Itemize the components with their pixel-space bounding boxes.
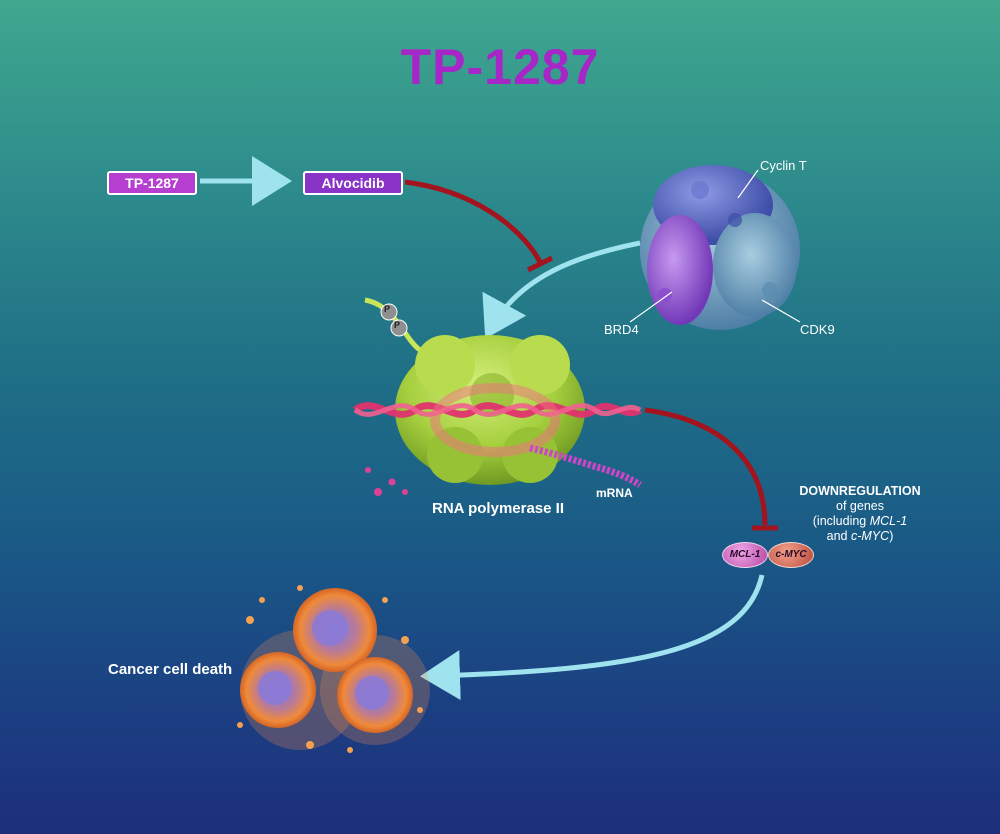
cyclin-t-label: Cyclin T [760, 158, 807, 173]
phosphate-label-1: P [384, 304, 391, 314]
mrna-label: mRNA [596, 486, 633, 500]
ptefb-complex [640, 165, 800, 330]
nucleotide-1 [374, 488, 382, 496]
phosphate-1 [380, 303, 398, 321]
phosphate-label-2: P [394, 320, 401, 330]
downregulation-line3-suffix: ) [889, 529, 894, 543]
inhibit-polymerase-to-genes [644, 407, 768, 526]
cmyc-gene-oval: c-MYC [768, 542, 814, 568]
tp1287-box: TP-1287 [107, 171, 197, 195]
cancer-cell-death-label: Cancer cell death [108, 661, 233, 678]
downregulation-gene2: c-MYC [850, 529, 890, 543]
leader-cyclin [737, 169, 759, 199]
cancer-cells [237, 585, 430, 753]
mcl1-gene-oval: MCL-1 [722, 542, 768, 568]
leader-cdk9 [761, 299, 801, 323]
leader-brd4 [629, 291, 673, 323]
downregulation-line1: of genes [836, 499, 884, 513]
nucleotide-3 [402, 489, 408, 495]
nucleotide-2 [388, 478, 396, 486]
arrow-genes-to-death [420, 574, 765, 701]
rna-polymerase-label: RNA polymerase II [432, 500, 564, 517]
dna-helix [352, 383, 642, 457]
downregulation-label: DOWNREGULATION of genes (including MCL-1… [770, 484, 950, 544]
phosphate-2 [390, 319, 408, 337]
inhibit-bar-1 [526, 255, 554, 273]
downregulation-line2-prefix: (including [812, 514, 870, 528]
page-title: TP-1287 [400, 39, 600, 95]
cdk9-label: CDK9 [800, 322, 835, 337]
downregulation-heading: DOWNREGULATION [799, 484, 921, 498]
downregulation-gene1: MCL-1 [869, 514, 908, 528]
nucleotide-4 [365, 467, 371, 473]
downregulation-line3-prefix: and [826, 529, 851, 543]
inhibit-alvocidib-to-cdk9 [404, 179, 543, 264]
mrna-strand [529, 444, 643, 488]
alvocidib-box: Alvocidib [303, 171, 403, 195]
arrow-complex-to-polymerase [482, 240, 641, 339]
brd4-label: BRD4 [604, 322, 639, 337]
